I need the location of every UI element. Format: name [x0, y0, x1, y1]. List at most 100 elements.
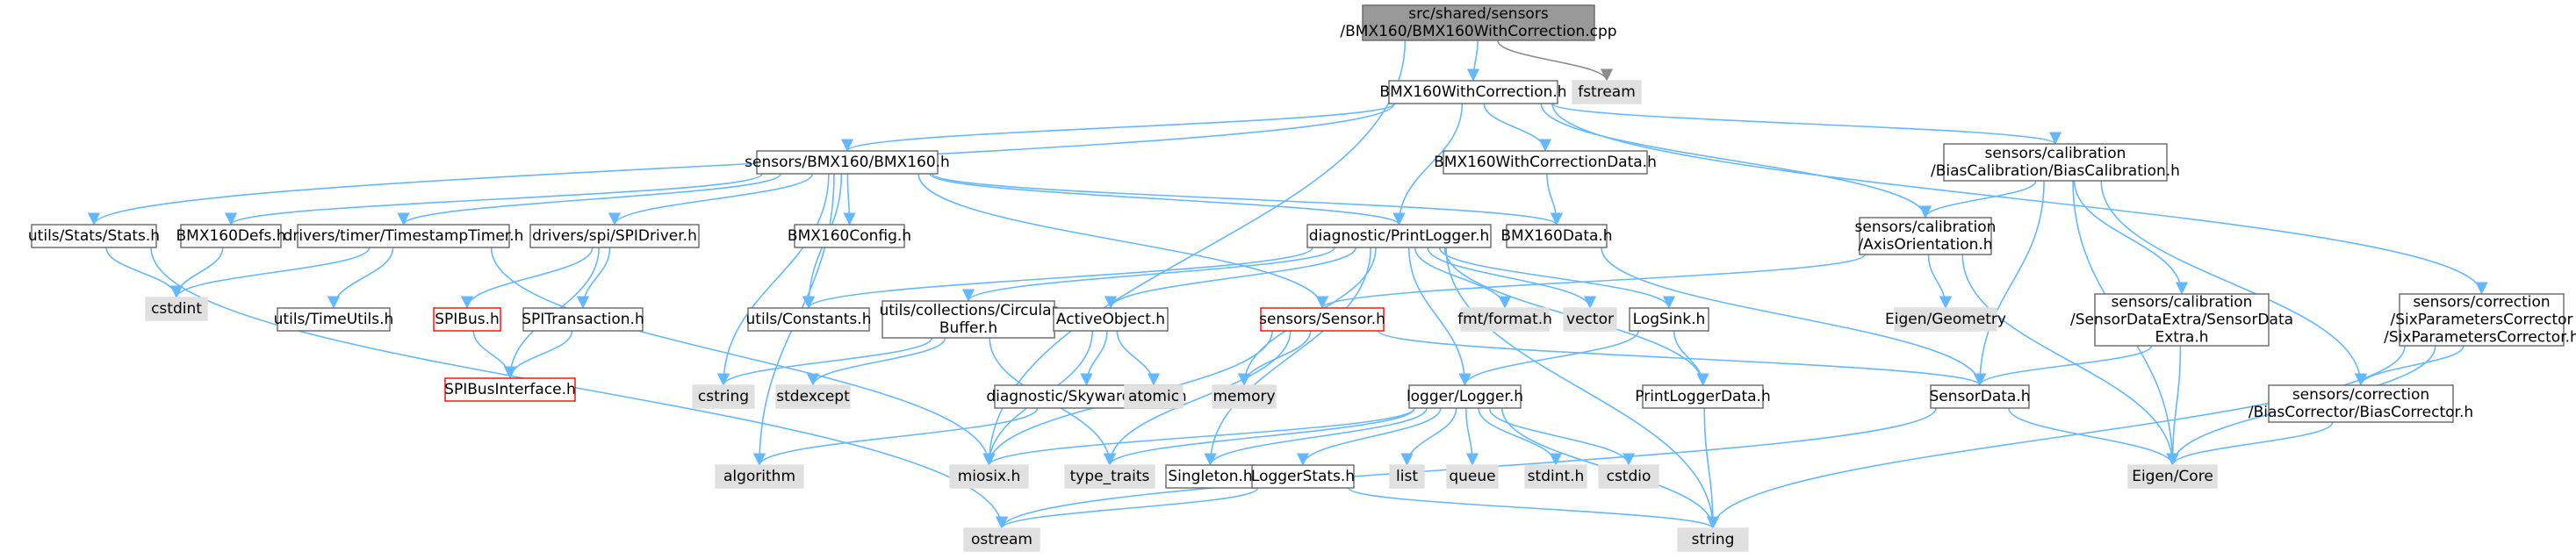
node-label: Buffer.h [939, 319, 997, 337]
node-spibusif[interactable]: SPIBusInterface.h [444, 377, 576, 402]
node-ostream[interactable]: ostream [963, 527, 1040, 552]
edge-logger-to-cstdio [1488, 407, 1636, 466]
node-algorithm[interactable]: algorithm [715, 464, 804, 489]
node-timeutils[interactable]: utils/TimeUtils.h [274, 307, 394, 332]
edge-spibus-to-spibusif [472, 330, 517, 379]
node-sixparam[interactable]: sensors/correction/SixParametersCorrecto… [2384, 293, 2576, 347]
node-cstring[interactable]: cstring [692, 384, 755, 409]
node-box [949, 464, 1029, 489]
node-stats[interactable]: utils/Stats/Stats.h [28, 224, 160, 248]
edge-biascal-to-sensordata [1973, 180, 2045, 386]
node-vector[interactable]: vector [1563, 307, 1617, 332]
node-label: /SixParametersCorrector [2390, 312, 2572, 329]
edge-root-to-bmxwc [1466, 39, 1480, 82]
node-sensordataextra[interactable]: sensors/calibration/SensorDataExtra/Sens… [2070, 293, 2293, 347]
edge-logger-to-list [1400, 407, 1457, 466]
node-string[interactable]: string [1677, 527, 1749, 552]
node-atomic[interactable]: atomic [1124, 384, 1184, 409]
edge-circbuf-to-stdexcept [806, 337, 946, 386]
node-label: memory [1212, 388, 1275, 405]
node-bmxdefs[interactable]: BMX160Defs.h [176, 224, 286, 248]
edge-spidriver-to-spitrans [576, 247, 611, 309]
node-label: BMX160Defs.h [176, 227, 286, 245]
node-biascorr[interactable]: sensors/correction/BiasCorrector/BiasCor… [2249, 384, 2473, 423]
edge-timestamp-to-miosix [490, 247, 996, 466]
edge-printlogger-to-circbuf [962, 247, 1335, 302]
node-spidriver[interactable]: drivers/spi/SPIDriver.h [529, 224, 700, 248]
node-sensorh[interactable]: sensors/Sensor.h [1259, 307, 1385, 332]
edge-circbuf-to-cstring [716, 337, 932, 386]
node-bmxwcdata[interactable]: BMX160WithCorrectionData.h [1434, 150, 1657, 175]
node-cstdio[interactable]: cstdio [1598, 464, 1659, 489]
node-memory[interactable]: memory [1212, 384, 1277, 409]
edge-bmx160h-to-bmxconfig [843, 173, 856, 226]
node-bmxwc[interactable]: BMX160WithCorrection.h [1379, 80, 1567, 104]
node-bmxconfig[interactable]: BMX160Config.h [788, 224, 911, 248]
node-bmxdata[interactable]: BMX160Data.h [1500, 224, 1613, 248]
edge-skyward-to-algorithm [752, 407, 1039, 466]
node-box [1362, 4, 1595, 41]
node-label: sensors/BMX160/BMX160.h [745, 154, 950, 171]
node-logsink[interactable]: LogSink.h [1629, 307, 1709, 332]
edge-printlogger-to-string [1445, 247, 1720, 529]
node-printlogger[interactable]: diagnostic/PrintLogger.h [1306, 224, 1492, 248]
node-typetraits[interactable]: type_traits [1064, 464, 1155, 489]
edge-bmxwc-to-biascal [1551, 103, 2062, 145]
edge-bmxwc-to-bmxwcdata [1483, 103, 1552, 152]
node-label: sensors/correction [2292, 386, 2429, 404]
node-biascal[interactable]: sensors/calibration/BiasCalibration/Bias… [1931, 143, 2180, 182]
edge-bmx160h-to-timestamp [397, 173, 781, 226]
node-printloggerdata[interactable]: PrintLoggerData.h [1635, 384, 1771, 409]
node-root[interactable]: src/shared/sensors/BMX160/BMX160WithCorr… [1340, 4, 1617, 41]
node-box [522, 307, 644, 332]
node-cstdint[interactable]: cstdint [145, 297, 208, 321]
node-spibus[interactable]: SPIBus.h [433, 307, 501, 332]
node-miosix[interactable]: miosix.h [949, 464, 1029, 489]
node-bmx160h[interactable]: sensors/BMX160/BMX160.h [745, 150, 950, 175]
node-label: utils/Stats/Stats.h [28, 227, 160, 245]
node-timestamp[interactable]: drivers/timer/TimestampTimer.h [284, 224, 524, 248]
node-box [529, 224, 700, 248]
node-stdinth[interactable]: stdint.h [1524, 464, 1587, 489]
edge-bmxwc-to-sixparam [1551, 103, 2488, 295]
edge-logger-to-queue [1464, 407, 1479, 466]
node-box [1943, 143, 2168, 182]
node-stdexcept[interactable]: stdexcept [775, 384, 851, 409]
node-box [1064, 464, 1155, 489]
node-label: Eigen/Core [2132, 468, 2213, 485]
node-fmtformat[interactable]: fmt/format.h [1457, 307, 1552, 332]
edge-biascal-to-sensordataextra [2073, 180, 2189, 295]
node-label: SPIBusInterface.h [444, 381, 576, 398]
node-sensordata[interactable]: SensorData.h [1929, 384, 2031, 409]
node-eigencore[interactable]: Eigen/Core [2127, 464, 2218, 489]
node-loggerstats[interactable]: LoggerStats.h [1251, 464, 1355, 489]
node-logger[interactable]: logger/Logger.h [1407, 384, 1523, 409]
node-singleton[interactable]: Singleton.h [1165, 464, 1256, 489]
node-box [775, 384, 851, 409]
node-box [692, 384, 755, 409]
edge-stats-to-cstdint [105, 247, 183, 298]
edge-stats-to-ostream [150, 247, 1009, 529]
edge-bmxwc-to-bmx160h [841, 103, 1395, 152]
edge-biascal-to-biascorr [2100, 180, 2368, 386]
edge-activeobj-to-skyward [1080, 330, 1108, 386]
node-label: type_traits [1070, 468, 1150, 485]
edge-sixparam-to-string [1706, 345, 2406, 529]
node-spitrans[interactable]: SPITransaction.h [522, 307, 644, 332]
node-constants[interactable]: utils/Constants.h [746, 307, 872, 332]
node-label: LoggerStats.h [1251, 468, 1355, 485]
node-axisorient[interactable]: sensors/calibration/AxisOrientation.h [1855, 217, 1997, 255]
node-fstream[interactable]: fstream [1572, 80, 1642, 104]
node-eigengeom[interactable]: Eigen/Geometry [1885, 307, 2006, 332]
edge-logsink-to-printloggerdata [1673, 330, 1709, 386]
node-list[interactable]: list [1389, 464, 1425, 489]
node-queue[interactable]: queue [1446, 464, 1499, 489]
node-label: sensors/Sensor.h [1259, 311, 1385, 328]
node-box [715, 464, 804, 489]
node-label: algorithm [723, 468, 795, 485]
node-activeobj[interactable]: ActiveObject.h [1053, 307, 1169, 332]
node-label: /BiasCalibration/BiasCalibration.h [1931, 162, 2180, 180]
node-box [1165, 464, 1256, 489]
edge-bmx160h-to-sensorh [917, 173, 1329, 309]
